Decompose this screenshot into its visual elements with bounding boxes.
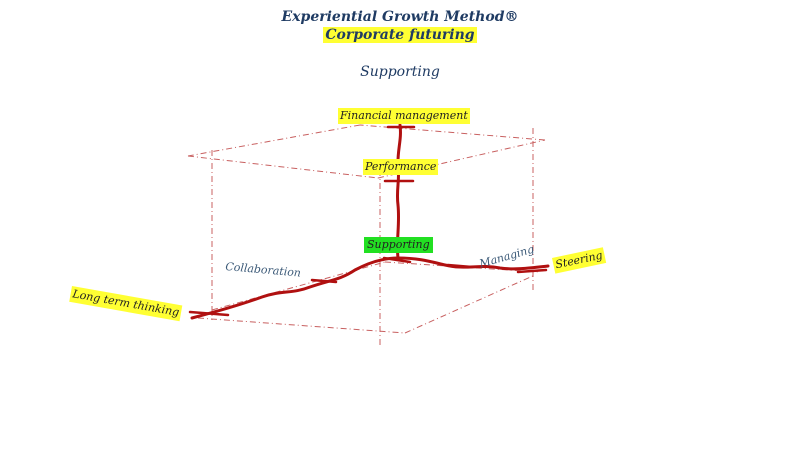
section-heading-text: Supporting <box>360 64 440 80</box>
path-ticks <box>188 125 548 317</box>
node-supporting: Supporting <box>364 237 433 253</box>
tick-supporting <box>382 256 412 264</box>
diagram-title-text: Experiential Growth Method® <box>281 9 519 25</box>
frame-lines <box>187 124 546 345</box>
diagram-subtitle-text: Corporate futuring <box>323 27 477 43</box>
diagram-title: Experiential Growth Method® <box>0 8 800 26</box>
tick-managing <box>446 263 474 269</box>
diagram-subtitle: Corporate futuring <box>0 26 800 44</box>
growth-path <box>190 123 550 320</box>
path-horizontal <box>190 256 550 320</box>
tick-collaboration <box>310 278 338 284</box>
tick-long-term <box>188 310 230 317</box>
node-financial-management: Financial management <box>338 108 470 124</box>
node-performance: Performance <box>363 159 439 175</box>
section-heading: Supporting <box>0 63 800 81</box>
tick-steering <box>516 268 548 274</box>
path-vertical <box>395 123 402 260</box>
